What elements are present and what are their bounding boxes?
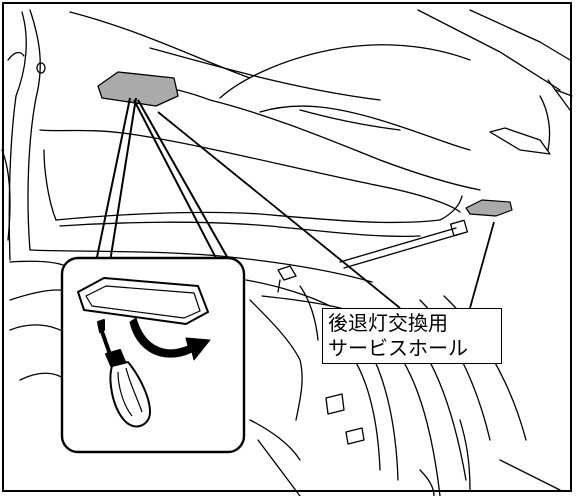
detail-inset bbox=[60, 256, 246, 454]
service-hole-right bbox=[465, 199, 513, 217]
figure-frame bbox=[2, 2, 572, 492]
service-hole-left bbox=[97, 71, 179, 107]
callout-line-1: 後退灯交換用 bbox=[328, 311, 448, 335]
inset-leaders bbox=[95, 97, 231, 263]
service-hole-callout: 後退灯交換用 サービスホール bbox=[322, 308, 502, 364]
rotate-arrow-icon bbox=[129, 317, 211, 361]
callout-line-2: サービスホール bbox=[328, 336, 468, 360]
callout-leaders bbox=[157, 111, 495, 309]
hole-cover bbox=[77, 277, 209, 325]
screwdriver-icon bbox=[97, 319, 151, 428]
